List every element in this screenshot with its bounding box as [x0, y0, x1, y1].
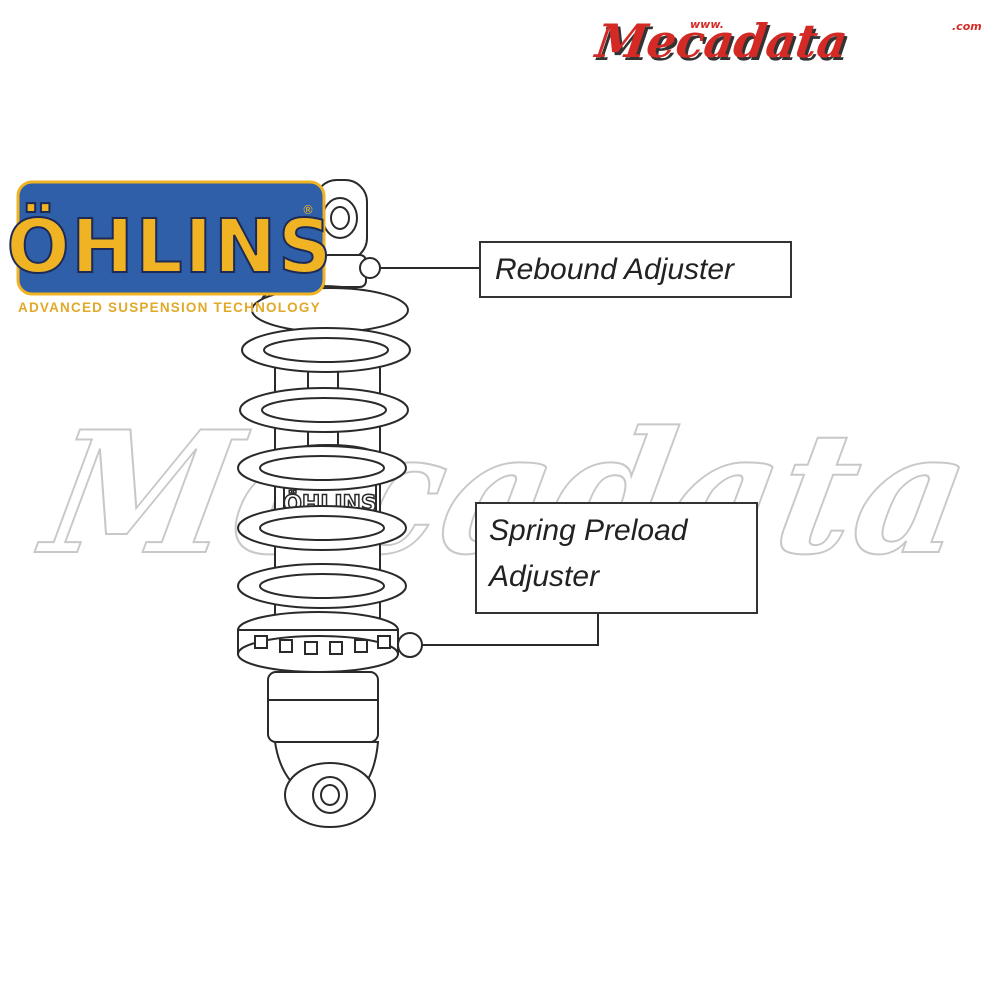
preload-collar — [237, 611, 423, 673]
shock-absorber: ÖHLINS — [237, 179, 423, 828]
spring-preload-label-line2: Adjuster — [489, 560, 600, 593]
ohlins-logo: ÖHLINS ® — [6, 180, 334, 296]
spring-preload-label-line1: Spring Preload — [489, 514, 688, 547]
mecadata-logo-text: Mecadata — [590, 14, 851, 68]
ohlins-wordmark: ÖHLINS — [7, 202, 334, 290]
registered-mark: ® — [302, 203, 314, 217]
rebound-adjuster-callout: Rebound Adjuster — [479, 241, 792, 298]
mecadata-logo: www. .com Mecadata Mecadata — [590, 14, 981, 71]
rebound-adjuster-label: Rebound Adjuster — [495, 253, 735, 286]
bottom-eyelet — [284, 762, 376, 828]
mecadata-logo-prefix: www. — [690, 18, 724, 31]
mecadata-logo-shadow: Mecadata — [593, 17, 854, 71]
preload-leader-line — [422, 613, 599, 646]
spring-preload-callout: Spring Preload Adjuster — [475, 502, 758, 614]
mecadata-logo-suffix: .com — [952, 20, 982, 33]
coil-spring — [237, 327, 411, 609]
ohlins-tagline: ADVANCED SUSPENSION TECHNOLOGY — [18, 300, 321, 315]
